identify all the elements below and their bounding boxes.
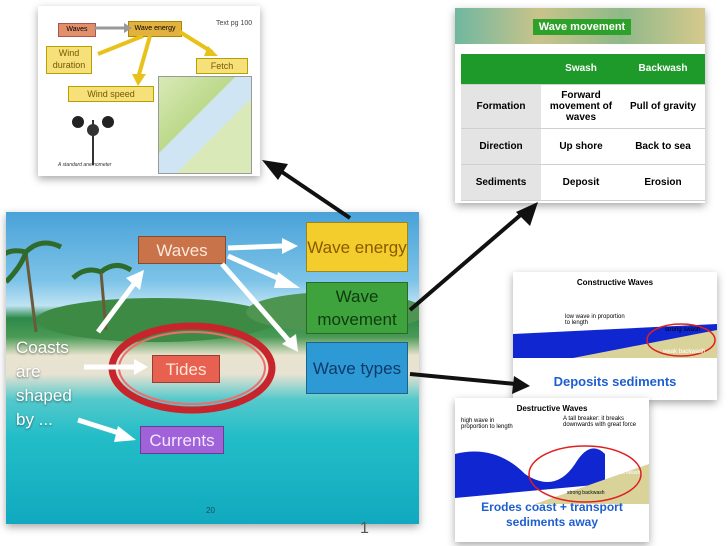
waves-box: Waves xyxy=(58,23,96,37)
strong-swash-label: strong swash xyxy=(665,327,701,333)
row-sediments-swash: Deposit xyxy=(541,164,621,201)
constructive-waves-slide: Constructive Waves low wave in proportio… xyxy=(513,272,717,400)
wave-movement-slide: Wave movement Swash Backwash Formation F… xyxy=(455,8,705,203)
constructive-title: Constructive Waves xyxy=(576,278,654,287)
row-sediments-backwash: Erosion xyxy=(621,164,705,201)
row-formation-label: Formation xyxy=(461,84,541,129)
header-backwash: Backwash xyxy=(621,54,705,85)
row-direction-label: Direction xyxy=(461,128,541,165)
tides-box: Tides xyxy=(152,355,220,383)
flow-arrows xyxy=(94,23,218,86)
destructive-note-high: high wave in proportion to length xyxy=(461,418,513,430)
constructive-note: low wave in proportion to length xyxy=(565,314,625,326)
constructive-diagram xyxy=(513,323,717,358)
wind-speed-box: Wind speed xyxy=(68,86,154,102)
strong-backwash-label: strong backwash xyxy=(567,490,605,496)
row-formation-backwash: Pull of gravity xyxy=(621,84,705,129)
row-direction-swash: Up shore xyxy=(541,128,621,165)
wave-movement-table: Swash Backwash Formation Forward movemen… xyxy=(461,54,705,201)
header-empty xyxy=(461,54,541,85)
wave-movement-box: Wave movement xyxy=(306,282,408,334)
wind-duration-box: Wind duration xyxy=(46,46,92,74)
wave-movement-title: Wave movement xyxy=(533,19,631,35)
wave-energy-box: Wave energy xyxy=(128,21,182,37)
erodes-coast-caption: Erodes coast + transport sediments away xyxy=(481,500,623,529)
fetch-box: Fetch xyxy=(196,58,248,74)
coasts-shaped-by-text: Coasts are shaped by ... xyxy=(16,338,72,429)
row-direction-backwash: Back to sea xyxy=(621,128,705,165)
destructive-waves-slide: Destructive Waves high wave in proportio… xyxy=(455,398,649,542)
wave-types-box: Wave types xyxy=(306,342,408,394)
fetch-map-image xyxy=(158,76,252,174)
destructive-note-tall: A tall breaker: it breaks downwards with… xyxy=(563,416,637,428)
wave-energy-slide: Waves Wave energy Text pg 100 Wind durat… xyxy=(38,6,260,176)
wave-energy-box: Wave energy xyxy=(306,222,408,272)
waves-box: Waves xyxy=(138,236,226,264)
currents-box: Currents xyxy=(140,426,224,454)
header-swash: Swash xyxy=(541,54,621,85)
footer-mark: 1 xyxy=(360,520,369,537)
deposits-sediments-caption: Deposits sediments xyxy=(553,374,677,389)
destructive-diagram xyxy=(455,445,649,504)
row-sediments-label: Sediments xyxy=(461,164,541,201)
main-slide: Coasts are shaped by ... Waves Tides Cur… xyxy=(6,212,419,524)
text-reference: Text pg 100 xyxy=(216,20,253,27)
destructive-title: Destructive Waves xyxy=(516,404,588,413)
weak-swash-label: weak swash xyxy=(613,470,641,476)
anemometer-image xyxy=(72,116,114,165)
anemometer-caption: A standard anemometer xyxy=(58,162,112,168)
row-formation-swash: Forward movement of waves xyxy=(541,84,621,129)
page-number: 20 xyxy=(206,506,215,515)
weak-backwash-label: weak backwash xyxy=(663,349,706,355)
main-arrows xyxy=(77,238,300,442)
